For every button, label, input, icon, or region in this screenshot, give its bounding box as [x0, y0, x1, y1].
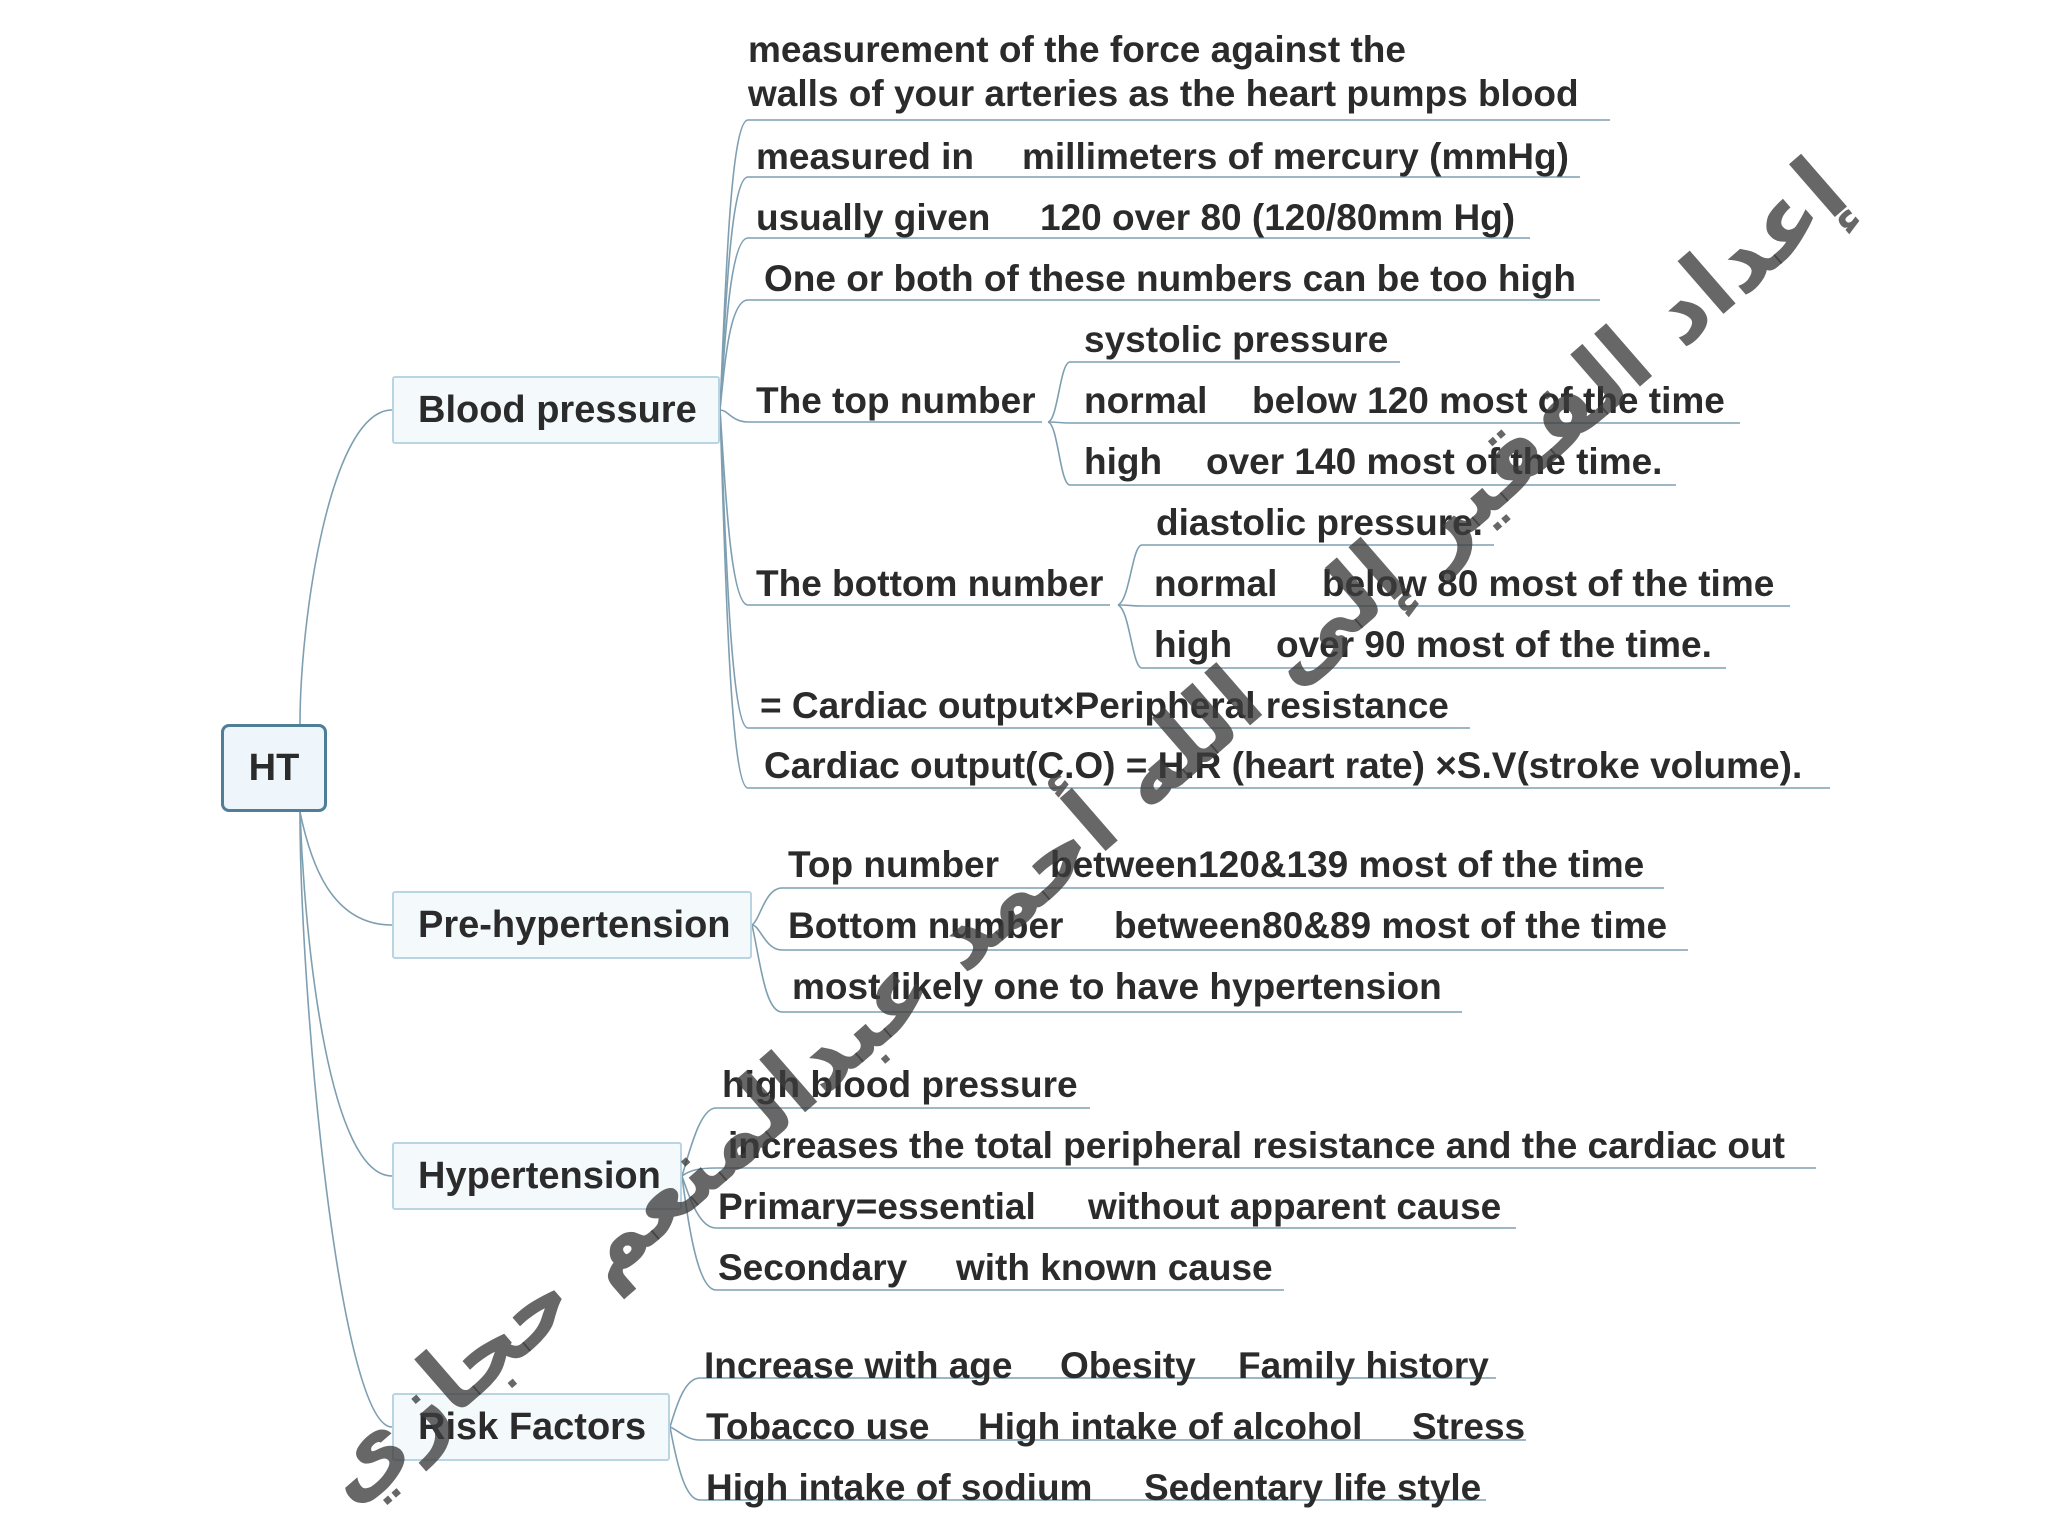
bp-formula-1: = Cardiac output×Peripheral resistance — [760, 685, 1449, 726]
risk-sodium: High intake of sodium — [706, 1467, 1093, 1508]
bp-usually-given-value: 120 over 80 (120/80mm Hg) — [1040, 197, 1516, 238]
bp-definition-line1: measurement of the force against the — [748, 29, 1406, 70]
bp-measured-in-value: millimeters of mercury (mmHg) — [1022, 136, 1569, 177]
pre-bottom-value: between80&89 most of the time — [1114, 905, 1668, 946]
root-node[interactable]: HT — [221, 724, 327, 812]
bp-bottom-high-value: over 90 most of the time. — [1276, 624, 1712, 665]
risk-family-history: Family history — [1238, 1345, 1489, 1386]
risk-alcohol: High intake of alcohol — [978, 1406, 1363, 1447]
bp-bottom-number-label: The bottom number — [756, 563, 1104, 604]
risk-sedentary: Sedentary life style — [1144, 1467, 1482, 1508]
risk-tobacco: Tobacco use — [706, 1406, 930, 1447]
ht-definition: high blood pressure — [722, 1064, 1078, 1105]
ht-primary-value: without apparent cause — [1088, 1186, 1502, 1227]
bp-definition-line2: walls of your arteries as the heart pump… — [748, 73, 1579, 114]
ht-secondary-value: with known cause — [956, 1247, 1273, 1288]
bp-top-high-label: high — [1084, 441, 1163, 482]
branch-pre-hypertension[interactable]: Pre-hypertension — [392, 891, 752, 959]
ht-secondary-label: Secondary — [718, 1247, 908, 1288]
branch-label: Pre-hypertension — [418, 903, 731, 946]
branch-label: Risk Factors — [418, 1405, 647, 1448]
risk-age: Increase with age — [704, 1345, 1013, 1386]
bp-bottom-normal-value: below 80 most of the time — [1322, 563, 1775, 604]
pre-bottom-label: Bottom number — [788, 905, 1064, 946]
risk-stress: Stress — [1412, 1406, 1526, 1447]
bp-bottom-high-label: high — [1154, 624, 1233, 665]
root-label: HT — [248, 746, 300, 789]
bp-bottom-normal-label: normal — [1154, 563, 1278, 604]
branch-blood-pressure[interactable]: Blood pressure — [392, 376, 720, 444]
bp-top-normal-label: normal — [1084, 380, 1208, 421]
bp-top-high-value: over 140 most of the time. — [1206, 441, 1663, 482]
bp-formula-2: Cardiac output(C.O) = H.R (heart rate) ×… — [764, 745, 1803, 786]
ht-primary-label: Primary=essential — [718, 1186, 1036, 1227]
bp-measured-in-label: measured in — [756, 136, 974, 177]
risk-obesity: Obesity — [1060, 1345, 1196, 1386]
branch-hypertension[interactable]: Hypertension — [392, 1142, 682, 1210]
bp-usually-given-label: usually given — [756, 197, 991, 238]
branch-risk-factors[interactable]: Risk Factors — [392, 1393, 670, 1461]
branch-label: Hypertension — [418, 1154, 661, 1197]
pre-top-value: between120&139 most of the time — [1050, 844, 1645, 885]
ht-effect: increases the total peripheral resistanc… — [728, 1125, 1785, 1166]
pre-top-label: Top number — [788, 844, 1000, 885]
bp-top-normal-value: below 120 most of the time — [1252, 380, 1725, 421]
bp-top-number-label: The top number — [756, 380, 1036, 421]
pre-note: most likely one to have hypertension — [792, 966, 1442, 1007]
bp-diastolic-name: diastolic pressure. — [1156, 502, 1483, 543]
bp-too-high-note: One or both of these numbers can be too … — [764, 258, 1576, 299]
branch-label: Blood pressure — [418, 388, 697, 431]
bp-systolic-name: systolic pressure — [1084, 319, 1389, 360]
